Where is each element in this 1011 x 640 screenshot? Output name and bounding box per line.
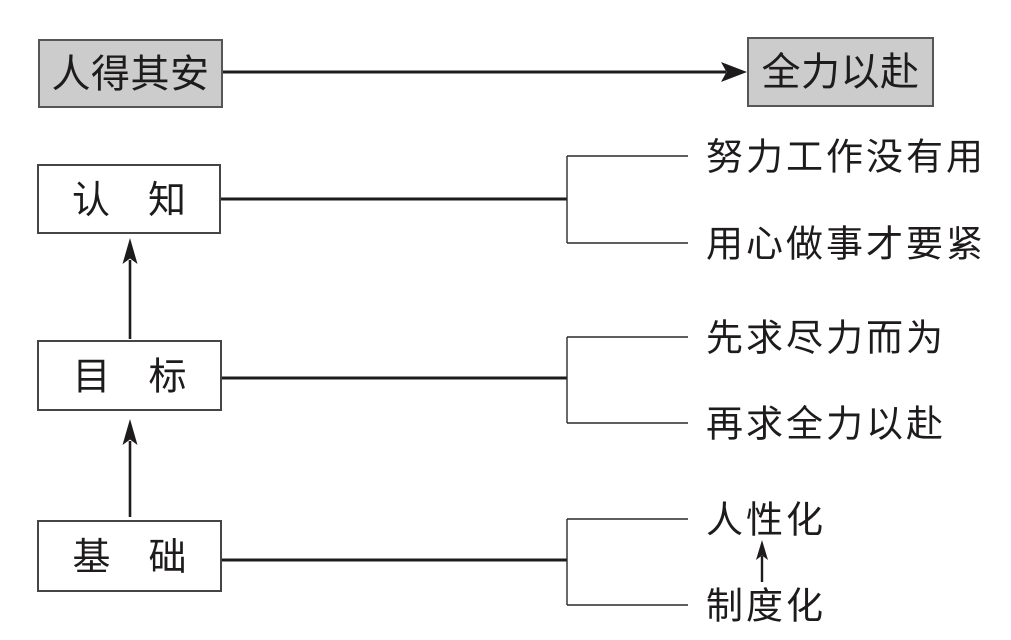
arrow-right-icon <box>721 62 747 82</box>
branch-bracket <box>566 518 688 606</box>
flow-source-label: 人得其安 <box>51 53 209 98</box>
top-flow: 人得其安 全力以赴 <box>38 37 934 108</box>
foundation-box <box>37 520 222 592</box>
cognition-box-label: 认 知 <box>72 178 186 222</box>
foundation-item-2: 制度化 <box>706 585 826 628</box>
level-foundation: 基 础 人性化 制度化 <box>37 499 826 628</box>
level-cognition: 认 知 努力工作没有用 用心做事才要紧 <box>37 136 986 266</box>
goal-box-label: 目 标 <box>72 355 186 399</box>
arrow-goal-to-cognition <box>122 238 138 339</box>
goal-item-2: 再求全力以赴 <box>706 403 946 446</box>
cognition-item-1: 努力工作没有用 <box>706 136 986 179</box>
foundation-item-1: 人性化 <box>706 499 826 542</box>
arrow-up-icon <box>122 238 138 264</box>
level-goal: 目 标 先求尽力而为 再求全力以赴 <box>37 317 946 446</box>
cognition-item-2: 用心做事才要紧 <box>706 223 986 266</box>
arrow-institutional-to-humanized <box>756 540 768 582</box>
arrow-up-icon <box>122 419 138 445</box>
cognition-box <box>37 164 221 234</box>
flow-source-box <box>38 39 223 108</box>
branch-bracket <box>566 336 688 424</box>
arrow-up-icon <box>756 540 768 560</box>
branch-bracket <box>566 155 688 244</box>
flow-target-box <box>747 37 934 107</box>
flow-target-label: 全力以赴 <box>761 51 919 96</box>
foundation-box-label: 基 础 <box>72 535 186 579</box>
goal-item-1: 先求尽力而为 <box>706 317 946 360</box>
goal-box <box>37 340 222 411</box>
arrow-foundation-to-goal <box>122 419 138 517</box>
